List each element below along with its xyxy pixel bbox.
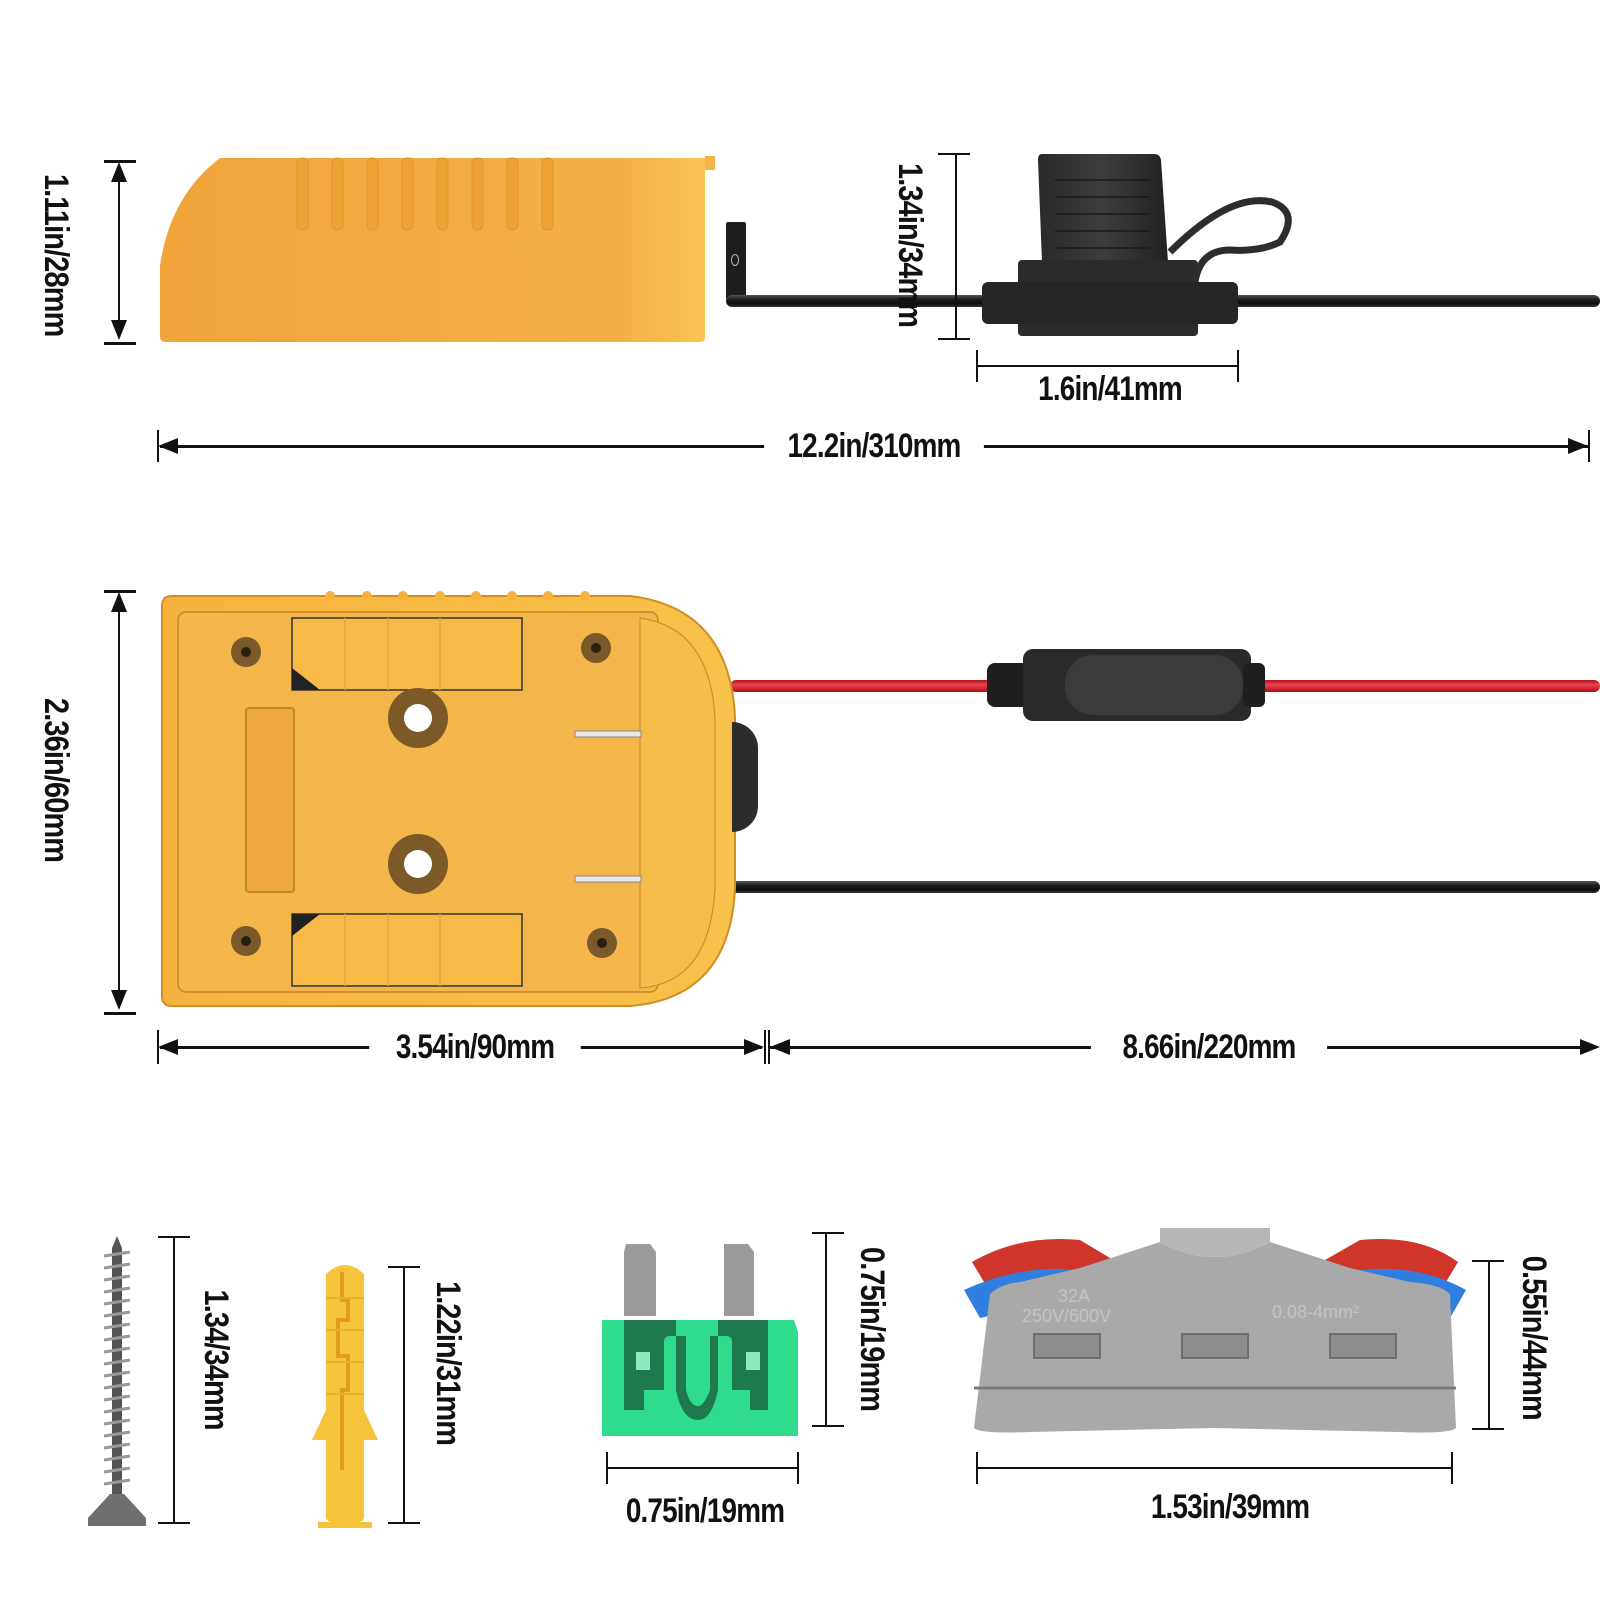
adapter-side-body — [160, 156, 726, 344]
cable-length-label: 8.66in/220mm — [1090, 1027, 1328, 1067]
total-length-label: 12.2in/310mm — [764, 426, 984, 466]
dim-line — [977, 365, 1238, 367]
black-cable — [730, 881, 1600, 893]
dim-tick-top — [938, 153, 970, 155]
arrow-right-icon — [1568, 438, 1588, 454]
dim-line — [118, 598, 120, 1008]
arrow-down-icon — [111, 320, 127, 340]
dim-line — [607, 1467, 798, 1469]
side-height-label: 1.11in/28mm — [37, 173, 75, 337]
arrow-left-icon — [158, 438, 178, 454]
dim-line — [825, 1232, 827, 1427]
inline-fuse-holder — [985, 645, 1265, 725]
top-height-label: 2.36in/60mm — [37, 698, 75, 863]
dim-line — [403, 1266, 405, 1524]
arrow-up-icon — [111, 162, 127, 182]
wire-connector: 32A 250V/600V 0.08-4mm² — [960, 1228, 1470, 1438]
switch-off-icon — [731, 254, 739, 266]
connector-voltage: 250V/600V — [1022, 1306, 1112, 1326]
dim-tick-right — [1237, 350, 1239, 382]
connector-wire-range: 0.08-4mm² — [1272, 1302, 1360, 1322]
fuse-height-label: 0.75in/19mm — [853, 1247, 891, 1412]
dim-tick-mid — [764, 1030, 766, 1064]
dim-tick-top — [104, 160, 136, 163]
anchor-length-label: 1.22in/31mm — [429, 1281, 467, 1446]
body-length-label: 3.54in/90mm — [369, 1027, 581, 1067]
fuse-holder-side — [980, 152, 1320, 342]
power-switch — [726, 222, 746, 300]
dim-line — [955, 153, 957, 340]
arrow-right-icon — [744, 1039, 764, 1055]
adapter-top-body — [160, 588, 746, 1012]
dim-tick-top — [812, 1232, 844, 1234]
arrow-left-icon — [158, 1039, 178, 1055]
dim-line — [118, 168, 120, 334]
dim-tick-mid2 — [768, 1030, 770, 1064]
arrow-down-icon — [111, 990, 127, 1010]
dim-tick-bottom — [812, 1425, 844, 1427]
fuse-holder-height-label: 1.34in/34mm — [891, 163, 929, 328]
rocker-switch — [732, 722, 758, 832]
connector-width-label: 1.53in/39mm — [1150, 1488, 1310, 1526]
fuse-holder-width-label: 1.6in/41mm — [1038, 370, 1182, 408]
blade-fuse — [600, 1240, 800, 1440]
screw — [86, 1236, 148, 1528]
arrow-up-icon — [111, 592, 127, 612]
dim-tick-right — [1451, 1452, 1453, 1484]
dim-tick-bottom — [938, 338, 970, 340]
dim-tick-bottom — [104, 1012, 136, 1015]
arrow-left-icon — [770, 1039, 790, 1055]
connector-rating: 32A — [1058, 1286, 1091, 1306]
dim-tick-right — [797, 1452, 799, 1484]
fuse-width-label: 0.75in/19mm — [625, 1492, 785, 1530]
connector-height-label: 0.55in/44mm — [1515, 1255, 1553, 1420]
dim-tick-right — [1588, 430, 1590, 462]
dim-tick-bottom — [104, 342, 136, 345]
screw-length-label: 1.34/34mm — [197, 1289, 235, 1430]
wall-anchor — [306, 1260, 384, 1528]
dim-line — [173, 1236, 175, 1524]
dim-tick-top — [104, 590, 136, 593]
dim-line — [977, 1467, 1452, 1469]
arrow-right-icon — [1580, 1039, 1600, 1055]
dim-line — [1488, 1260, 1490, 1430]
